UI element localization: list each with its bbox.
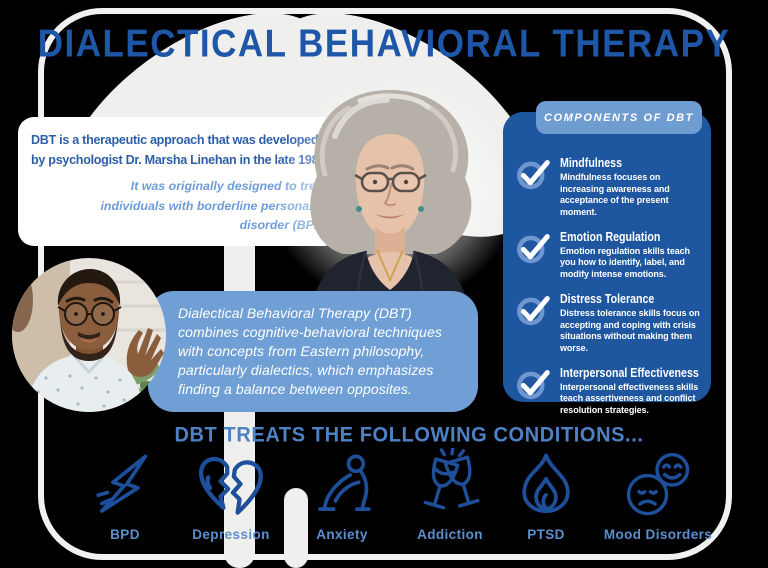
- photo-man-talking: [12, 258, 166, 412]
- lightning-bolt-icon: [96, 454, 148, 513]
- component-item: Emotion Regulation Emotion regulation sk…: [517, 230, 703, 281]
- condition-item: BPD: [59, 448, 191, 542]
- two-faces-icon: [626, 452, 690, 516]
- component-item: Interpersonal Effectiveness Interpersona…: [517, 366, 703, 417]
- component-description: Interpersonal effectiveness skills teach…: [560, 381, 699, 415]
- clinking-glasses-icon: [423, 448, 480, 510]
- checkmark-icon: [517, 233, 550, 263]
- component-title: Interpersonal Effectiveness: [560, 365, 699, 380]
- intro-text-line: by psychologist Dr. Marsha Linehan in th…: [31, 153, 332, 168]
- component-item: Distress Tolerance Distress tolerance sk…: [517, 292, 703, 355]
- component-item: Mindfulness Mindfulness focuses on incre…: [517, 156, 703, 219]
- component-description: Mindfulness focuses on increasing awaren…: [560, 172, 670, 218]
- condition-item: Depression: [165, 448, 297, 542]
- component-description: Distress tolerance skills focus on accep…: [560, 307, 700, 353]
- page-title: DIALECTICAL BEHAVIORAL THERAPY: [37, 22, 731, 66]
- definition-card: Dialectical Behavioral Therapy (DBT) com…: [148, 291, 478, 413]
- checkmark-icon: [517, 160, 550, 190]
- condition-label: Anxiety: [316, 527, 368, 542]
- component-description: Emotion regulation skills teach you how …: [560, 245, 690, 280]
- condition-label: PTSD: [527, 527, 565, 542]
- condition-label: Mood Disorders: [603, 527, 713, 542]
- component-title: Distress Tolerance: [560, 291, 655, 306]
- conditions-heading: DBT TREATS THE FOLLOWING CONDITIONS...: [174, 423, 644, 447]
- condition-item: Addiction: [384, 448, 516, 542]
- intro-text-line: DBT is a therapeutic approach that was d…: [31, 133, 319, 147]
- components-header: COMPONENTS OF DBT: [536, 101, 702, 134]
- broken-heart-icon: [199, 456, 263, 515]
- condition-label: Depression: [192, 527, 270, 542]
- condition-item: Mood Disorders: [592, 448, 724, 542]
- condition-item: Anxiety: [276, 448, 408, 542]
- checkmark-icon: [517, 369, 550, 399]
- condition-item: PTSD: [480, 448, 612, 542]
- components-panel: Mindfulness Mindfulness focuses on incre…: [503, 112, 711, 415]
- condition-label: BPD: [110, 527, 140, 542]
- photo-marsha-linehan: [265, 76, 517, 311]
- anxious-person-icon: [317, 454, 371, 511]
- checkmark-icon: [517, 295, 550, 325]
- component-title: Emotion Regulation: [560, 229, 661, 244]
- component-title: Mindfulness: [560, 156, 622, 170]
- condition-label: Addiction: [417, 527, 483, 542]
- flame-icon: [522, 453, 570, 514]
